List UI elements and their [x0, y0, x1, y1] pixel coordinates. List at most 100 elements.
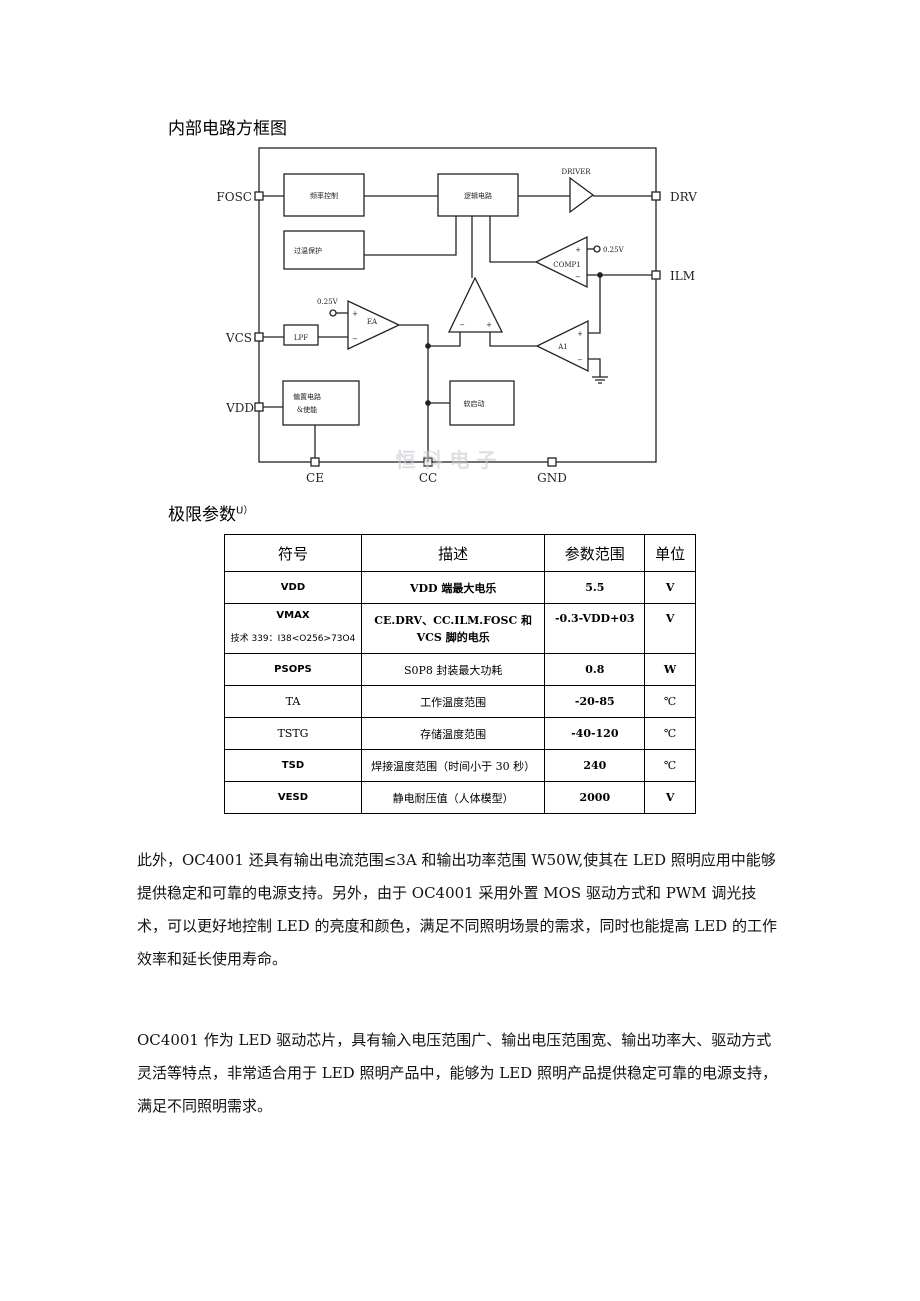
otp-block [283, 230, 365, 270]
pin-ce-label: CE [306, 471, 324, 485]
ref1-label: 0.25V [603, 246, 625, 254]
cell-symbol: TA [224, 685, 362, 718]
cell-description: VDD 端最大电乐 [360, 571, 546, 604]
pin-drv-pad [651, 191, 661, 201]
chip-outline [258, 147, 657, 463]
driver-amp [569, 176, 595, 214]
bias-block [282, 380, 360, 426]
cell-unit: ℃ [644, 717, 696, 750]
wire-otp-logic [364, 216, 457, 256]
cell-unit: V [644, 781, 696, 814]
paragraph-summary: OC4001 作为 LED 驱动芯片，具有输入电压范围广、输出电压范围宽、输出功… [137, 1031, 777, 1115]
pin-vdd-pad [254, 402, 264, 412]
limits-heading: 极限参数U） [168, 500, 253, 525]
table-row: PSOPS S0P8 封装最大功耗 0.8 W [224, 653, 696, 686]
cell-range: -0.3-VDD+03 [544, 603, 646, 654]
vmax-subtext: 技术 339：I38<O256>73O4 [230, 634, 356, 644]
ref-node-ea [329, 309, 337, 317]
pin-vcs-pad [254, 332, 264, 342]
header-description: 描述 [360, 534, 546, 572]
bias-label-2: &使能 [297, 405, 317, 414]
wire-ea-out [399, 324, 429, 462]
cell-range: 5.5 [544, 571, 646, 604]
cell-symbol: TSTG [224, 717, 362, 750]
cell-range: 0.8 [544, 653, 646, 686]
table-header-row: 符号 描述 参数范围 单位 [224, 534, 696, 572]
cell-unit: V [644, 571, 696, 604]
logic-block [437, 173, 519, 217]
driver-label: DRIVER [561, 168, 591, 176]
center-minus: − [459, 321, 465, 329]
cell-description: 存储温度范围 [360, 717, 546, 750]
cell-description: 焊接温度范围（时间小于 30 秒） [360, 749, 546, 782]
limits-heading-text: 极限参数 [168, 505, 236, 525]
header-symbol: 符号 [224, 534, 362, 572]
cell-symbol: TSD [224, 749, 362, 782]
table-row: TSTG 存储温度范围 -40-120 ℃ [224, 717, 696, 750]
bias-label-1: 偏置电路 [293, 392, 321, 401]
pin-gnd-pad [547, 457, 557, 467]
cell-symbol: VMAX 技术 339：I38<O256>73O4 [224, 603, 362, 654]
wire-a1-gnd [588, 358, 601, 377]
cell-description: 工作温度范围 [360, 685, 546, 718]
ea-label: EA [367, 318, 378, 326]
table-row: VESD 静电耐压值（人体模型） 2000 V [224, 781, 696, 814]
freq-control-block [283, 173, 365, 217]
table-row: VDD VDD 端最大电乐 5.5 V [224, 571, 696, 604]
junction-cc-2 [425, 400, 431, 406]
pin-gnd-label: GND [537, 471, 567, 485]
pin-vcs-label: VCS [225, 331, 252, 345]
internal-block-diagram: 频率控制 逻辑电路 过温保护 LPF 偏置电路 &使能 软启动 DRIVER C… [216, 147, 697, 485]
watermark: 恒 科 电 子 [396, 448, 497, 472]
a1-amp [535, 319, 589, 373]
pin-ilm-label: ILM [670, 269, 695, 283]
a1-label: A1 [557, 343, 568, 351]
pin-ce-pad [310, 457, 320, 467]
pin-vdd-label: VDD [225, 401, 254, 415]
comp1-label: COMP1 [553, 261, 580, 269]
comp1-minus: − [575, 273, 581, 281]
cell-range: 240 [544, 749, 646, 782]
wire-logic-comp1 [489, 216, 536, 263]
cell-description: CE.DRV、CC.ILM.FOSC 和 VCS 脚的电乐 [360, 603, 546, 654]
comp1-plus: + [575, 246, 581, 254]
lpf-block [283, 324, 319, 346]
pin-cc-label: CC [419, 471, 437, 485]
cell-range: -20-85 [544, 685, 646, 718]
paragraph-features: 此外，OC4001 还具有输出电流范围≤3A 和输出功率范围 W50W,使其在 … [137, 851, 777, 968]
table-row: TSD 焊接温度范围（时间小于 30 秒） 240 ℃ [224, 749, 696, 782]
limits-heading-note: U） [236, 505, 254, 517]
logic-label: 逻辑电路 [464, 191, 492, 200]
vmax-symbol: VMAX [276, 610, 310, 621]
block-diagram-heading: 内部电路方框图 [168, 119, 287, 139]
cell-symbol: VESD [224, 781, 362, 814]
gnd-symbol [592, 376, 608, 384]
header-unit: 单位 [644, 534, 696, 572]
table-row: VMAX 技术 339：I38<O256>73O4 CE.DRV、CC.ILM.… [224, 603, 696, 654]
limits-table: 符号 描述 参数范围 单位 VDD VDD 端最大电乐 5.5 V VMAX 技… [224, 534, 696, 814]
table-row: TA 工作温度范围 -20-85 ℃ [224, 685, 696, 718]
pin-ilm-pad [651, 270, 661, 280]
cell-range: 2000 [544, 781, 646, 814]
cell-unit: W [644, 653, 696, 686]
otp-label: 过温保护 [294, 246, 322, 255]
cell-description: 静电耐压值（人体模型） [360, 781, 546, 814]
ref2-label: 0.25V [317, 298, 339, 306]
lpf-label: LPF [294, 334, 308, 342]
cell-description: S0P8 封装最大功耗 [360, 653, 546, 686]
wire-a1-center [489, 332, 537, 347]
pin-fosc-label: FOSC [216, 190, 252, 204]
center-amp [447, 276, 504, 333]
ea-amp [347, 299, 401, 351]
ref-node-comp1 [593, 245, 601, 253]
cell-unit: V [644, 603, 696, 654]
pin-fosc-pad [254, 191, 264, 201]
comp1-amp [534, 235, 588, 289]
a1-plus: + [577, 330, 583, 338]
center-plus: + [486, 321, 492, 329]
wire-ea-center [428, 332, 461, 347]
softstart-label: 软启动 [464, 399, 485, 408]
header-range: 参数范围 [544, 534, 646, 572]
cell-range: -40-120 [544, 717, 646, 750]
cell-symbol: VDD [224, 571, 362, 604]
